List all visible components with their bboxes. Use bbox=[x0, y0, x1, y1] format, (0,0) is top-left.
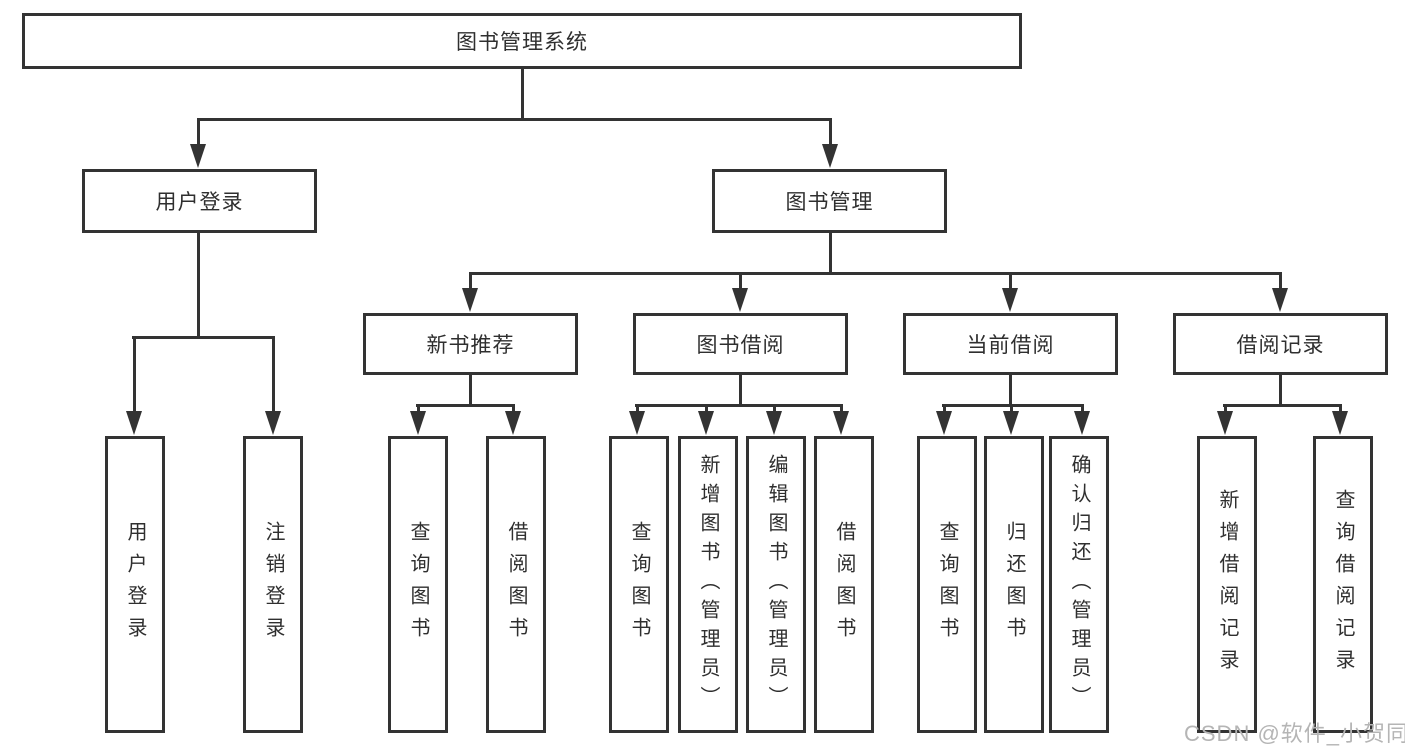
leaf-return-books: 归还图书 bbox=[984, 436, 1044, 733]
connector-stem bbox=[1009, 375, 1012, 404]
leaf-query-books-current: 查询图书 bbox=[917, 436, 977, 733]
node-label: 确认归还（管理员） bbox=[1068, 454, 1090, 715]
node-label: 新增借阅记录 bbox=[1216, 488, 1238, 681]
connector-stem bbox=[1010, 404, 1013, 411]
connector-stem bbox=[773, 404, 776, 411]
leaf-query-books-borrowing: 查询图书 bbox=[609, 436, 669, 733]
node-label: 图书借阅 bbox=[696, 334, 785, 357]
connector-stem bbox=[739, 272, 742, 288]
node-label: 注销登录 bbox=[262, 520, 284, 649]
node-label: 归还图书 bbox=[1003, 520, 1025, 649]
connector-stem bbox=[197, 118, 200, 144]
node-label: 借阅记录 bbox=[1236, 334, 1325, 357]
leaf-user-login: 用户登录 bbox=[105, 436, 165, 733]
connector-stem bbox=[417, 404, 420, 411]
node-label: 用户登录 bbox=[155, 191, 244, 214]
leaf-confirm-return-admin: 确认归还（管理员） bbox=[1049, 436, 1109, 733]
arrowhead-down bbox=[505, 411, 521, 435]
node-label: 借阅图书 bbox=[833, 520, 855, 649]
arrowhead-down bbox=[1217, 411, 1233, 435]
connector-recommend-rail bbox=[416, 404, 515, 407]
connector-borrowing-rail bbox=[635, 404, 843, 407]
connector-stem bbox=[133, 336, 136, 411]
arrowhead-down bbox=[126, 411, 142, 435]
connector-stem bbox=[469, 272, 472, 288]
connector-level2-rail bbox=[197, 118, 832, 121]
node-current-borrowing: 当前借阅 bbox=[903, 313, 1118, 375]
node-label: 图书管理系统 bbox=[456, 31, 588, 54]
arrowhead-down bbox=[1074, 411, 1090, 435]
arrowhead-down bbox=[1003, 411, 1019, 435]
leaf-borrow-books: 借阅图书 bbox=[814, 436, 874, 733]
node-label: 新书推荐 bbox=[426, 334, 515, 357]
node-borrowing-records: 借阅记录 bbox=[1173, 313, 1388, 375]
node-new-book-recommend: 新书推荐 bbox=[363, 313, 578, 375]
arrowhead-down bbox=[629, 411, 645, 435]
connector-stem bbox=[1081, 404, 1084, 411]
connector-stem bbox=[840, 404, 843, 411]
arrowhead-down bbox=[190, 144, 206, 168]
connector-stem bbox=[829, 233, 832, 272]
node-book-management-branch: 图书管理 bbox=[712, 169, 947, 233]
arrowhead-down bbox=[698, 411, 714, 435]
node-book-borrowing: 图书借阅 bbox=[633, 313, 848, 375]
connector-records-rail bbox=[1223, 404, 1342, 407]
arrowhead-down bbox=[766, 411, 782, 435]
arrowhead-down bbox=[410, 411, 426, 435]
arrowhead-down bbox=[833, 411, 849, 435]
connector-stem bbox=[1009, 272, 1012, 288]
connector-stem bbox=[739, 375, 742, 404]
node-user-login-branch: 用户登录 bbox=[82, 169, 317, 233]
connector-stem bbox=[705, 404, 708, 411]
arrowhead-down bbox=[732, 288, 748, 312]
connector-stem bbox=[943, 404, 946, 411]
node-label: 查询图书 bbox=[407, 520, 429, 649]
connector-level3-rail bbox=[469, 272, 1282, 275]
arrowhead-down bbox=[1272, 288, 1288, 312]
node-label: 用户登录 bbox=[124, 520, 146, 649]
arrowhead-down bbox=[936, 411, 952, 435]
leaf-logout: 注销登录 bbox=[243, 436, 303, 733]
connector-stem bbox=[469, 375, 472, 404]
csdn-watermark: CSDN @软件_小贺同学 bbox=[1184, 721, 1405, 746]
connector-stem bbox=[1224, 404, 1227, 411]
connector-login-rail bbox=[132, 336, 275, 339]
node-label: 查询图书 bbox=[628, 520, 650, 649]
connector-stem bbox=[197, 233, 200, 336]
node-label: 借阅图书 bbox=[505, 520, 527, 649]
connector-stem bbox=[636, 404, 639, 411]
arrowhead-down bbox=[822, 144, 838, 168]
node-label: 查询图书 bbox=[936, 520, 958, 649]
leaf-query-borrow-record: 查询借阅记录 bbox=[1313, 436, 1373, 733]
node-label: 新增图书（管理员） bbox=[697, 454, 719, 715]
arrowhead-down bbox=[462, 288, 478, 312]
leaf-add-books-admin: 新增图书（管理员） bbox=[678, 436, 738, 733]
connector-stem bbox=[1279, 272, 1282, 288]
leaf-borrow-books-recommend: 借阅图书 bbox=[486, 436, 546, 733]
connector-stem bbox=[512, 404, 515, 411]
connector-stem bbox=[272, 336, 275, 411]
connector-stem bbox=[829, 118, 832, 144]
leaf-edit-books-admin: 编辑图书（管理员） bbox=[746, 436, 806, 733]
node-label: 当前借阅 bbox=[966, 334, 1055, 357]
connector-stem bbox=[1339, 404, 1342, 411]
arrowhead-down bbox=[1332, 411, 1348, 435]
connector-stem bbox=[1279, 375, 1282, 404]
connector-current-rail bbox=[942, 404, 1084, 407]
node-library-management-system: 图书管理系统 bbox=[22, 13, 1022, 69]
node-label: 编辑图书（管理员） bbox=[765, 454, 787, 715]
arrowhead-down bbox=[265, 411, 281, 435]
connector-root-stem bbox=[521, 69, 524, 118]
node-label: 图书管理 bbox=[785, 191, 874, 214]
leaf-add-borrow-record: 新增借阅记录 bbox=[1197, 436, 1257, 733]
arrowhead-down bbox=[1002, 288, 1018, 312]
node-label: 查询借阅记录 bbox=[1332, 488, 1354, 681]
leaf-query-books-recommend: 查询图书 bbox=[388, 436, 448, 733]
